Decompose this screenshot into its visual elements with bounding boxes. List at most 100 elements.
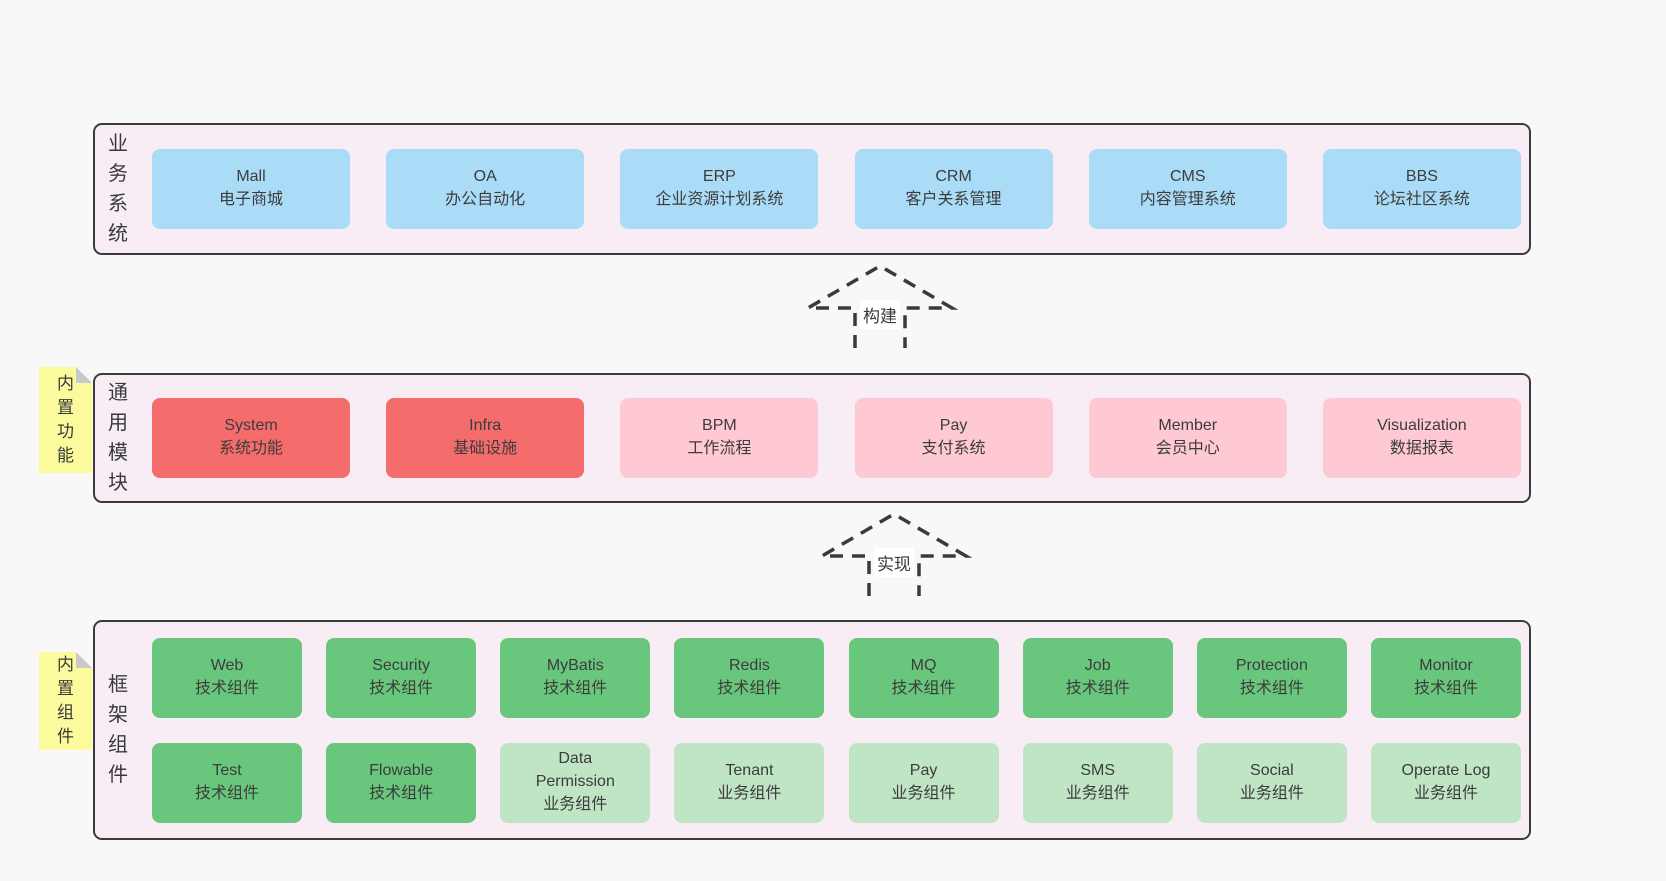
box-subtitle: 技术组件 [891,679,956,697]
box-web: Web 技术组件 [152,637,302,718]
box-title: Mall [236,168,266,186]
box-subtitle: 技术组件 [543,679,608,697]
box-title: Test [212,761,242,779]
box-test: Test 技术组件 [152,742,302,823]
box-redis: Redis 技术组件 [674,637,825,718]
box-pay: Pay 支付系统 [854,398,1053,478]
box-title: Data Permission [535,750,615,791]
box-title: BPM [702,417,737,435]
implement-arrow-label: 实现 [874,548,914,577]
box-subtitle: 技术组件 [1413,679,1478,697]
box-subtitle: 技术组件 [194,784,259,802]
box-title: Tenant [725,761,774,779]
box-subtitle: 技术组件 [194,679,259,697]
box-subtitle: 论坛社区系统 [1373,191,1470,208]
box-mall: Mall 电子商城 [152,149,350,229]
box-subtitle: 技术组件 [1065,679,1130,697]
box-sms: SMS 业务组件 [1022,742,1173,823]
box-title: Visualization [1377,417,1467,435]
box-subtitle: 基础设施 [453,440,518,457]
box-subtitle: 业务组件 [1065,784,1130,802]
box-subtitle: 会员中心 [1155,440,1220,457]
box-data-permission: Data Permission 业务组件 [500,742,651,823]
box-crm: CRM 客户关系管理 [854,149,1053,229]
box-subtitle: 客户关系管理 [905,191,1002,208]
box-subtitle: 技术组件 [369,679,434,697]
sticky-note-builtin-components: 内置组件 [39,652,92,750]
box-subtitle: 数据报表 [1389,440,1454,457]
box-subtitle: 系统功能 [218,440,283,457]
box-pay: Pay 业务组件 [848,742,999,823]
box-subtitle: 业务组件 [1239,784,1304,802]
box-subtitle: 业务组件 [717,784,782,802]
build-arrow-label: 构建 [860,300,900,329]
box-title: SMS [1080,761,1116,779]
box-title: MQ [910,656,937,674]
box-security: Security 技术组件 [326,637,477,718]
box-flowable: Flowable 技术组件 [326,742,477,823]
box-tenant: Tenant 业务组件 [674,742,825,823]
box-social: Social 业务组件 [1196,742,1347,823]
box-subtitle: 技术组件 [369,784,434,802]
box-title: OA [473,168,497,186]
box-title: Flowable [369,761,434,779]
sticky-label-builtin-features: 内置功能 [57,373,74,466]
layer-label-business-systems: 业务系统 [108,133,128,245]
box-member: Member 会员中心 [1088,398,1287,478]
box-title: Job [1084,656,1111,674]
sticky-label-builtin-components: 内置组件 [57,654,74,747]
box-subtitle: 业务组件 [891,784,956,802]
box-system: System 系统功能 [152,398,350,478]
box-title: Pay [939,417,968,435]
box-title: Protection [1235,656,1308,674]
layer-label-framework-components: 框架组件 [108,674,128,786]
box-protection: Protection 技术组件 [1196,637,1347,718]
box-title: Pay [909,761,938,779]
box-title: Security [372,656,431,674]
box-subtitle: 内容管理系统 [1139,191,1236,208]
box-title: CRM [935,168,972,186]
box-subtitle: 工作流程 [687,440,752,457]
box-subtitle: 业务组件 [1413,784,1478,802]
sticky-fold-corner [76,367,92,383]
box-subtitle: 技术组件 [1239,679,1304,697]
box-bbs: BBS 论坛社区系统 [1322,149,1521,229]
build-arrow: 构建 [802,260,958,350]
sticky-fold-corner [76,652,92,668]
box-title: System [224,417,278,435]
box-title: Member [1158,417,1218,435]
box-cms: CMS 内容管理系统 [1088,149,1287,229]
box-title: MyBatis [546,656,604,674]
layer-label-common-modules: 通用模块 [108,382,128,494]
box-title: Social [1250,761,1294,779]
box-oa: OA 办公自动化 [386,149,585,229]
box-job: Job 技术组件 [1022,637,1173,718]
box-subtitle: 业务组件 [543,795,608,813]
box-subtitle: 支付系统 [921,440,986,457]
box-title: CMS [1169,168,1206,186]
box-subtitle: 办公自动化 [445,191,526,208]
box-title: Web [210,656,244,674]
box-title: Redis [728,656,770,674]
box-subtitle: 电子商城 [218,191,283,208]
box-title: ERP [702,168,736,186]
box-title: BBS [1405,168,1438,186]
box-title: Operate Log [1401,761,1491,779]
sticky-note-builtin-features: 内置功能 [39,367,92,473]
box-operate-log: Operate Log 业务组件 [1370,742,1521,823]
box-subtitle: 技术组件 [717,679,782,697]
implement-arrow: 实现 [816,508,972,598]
